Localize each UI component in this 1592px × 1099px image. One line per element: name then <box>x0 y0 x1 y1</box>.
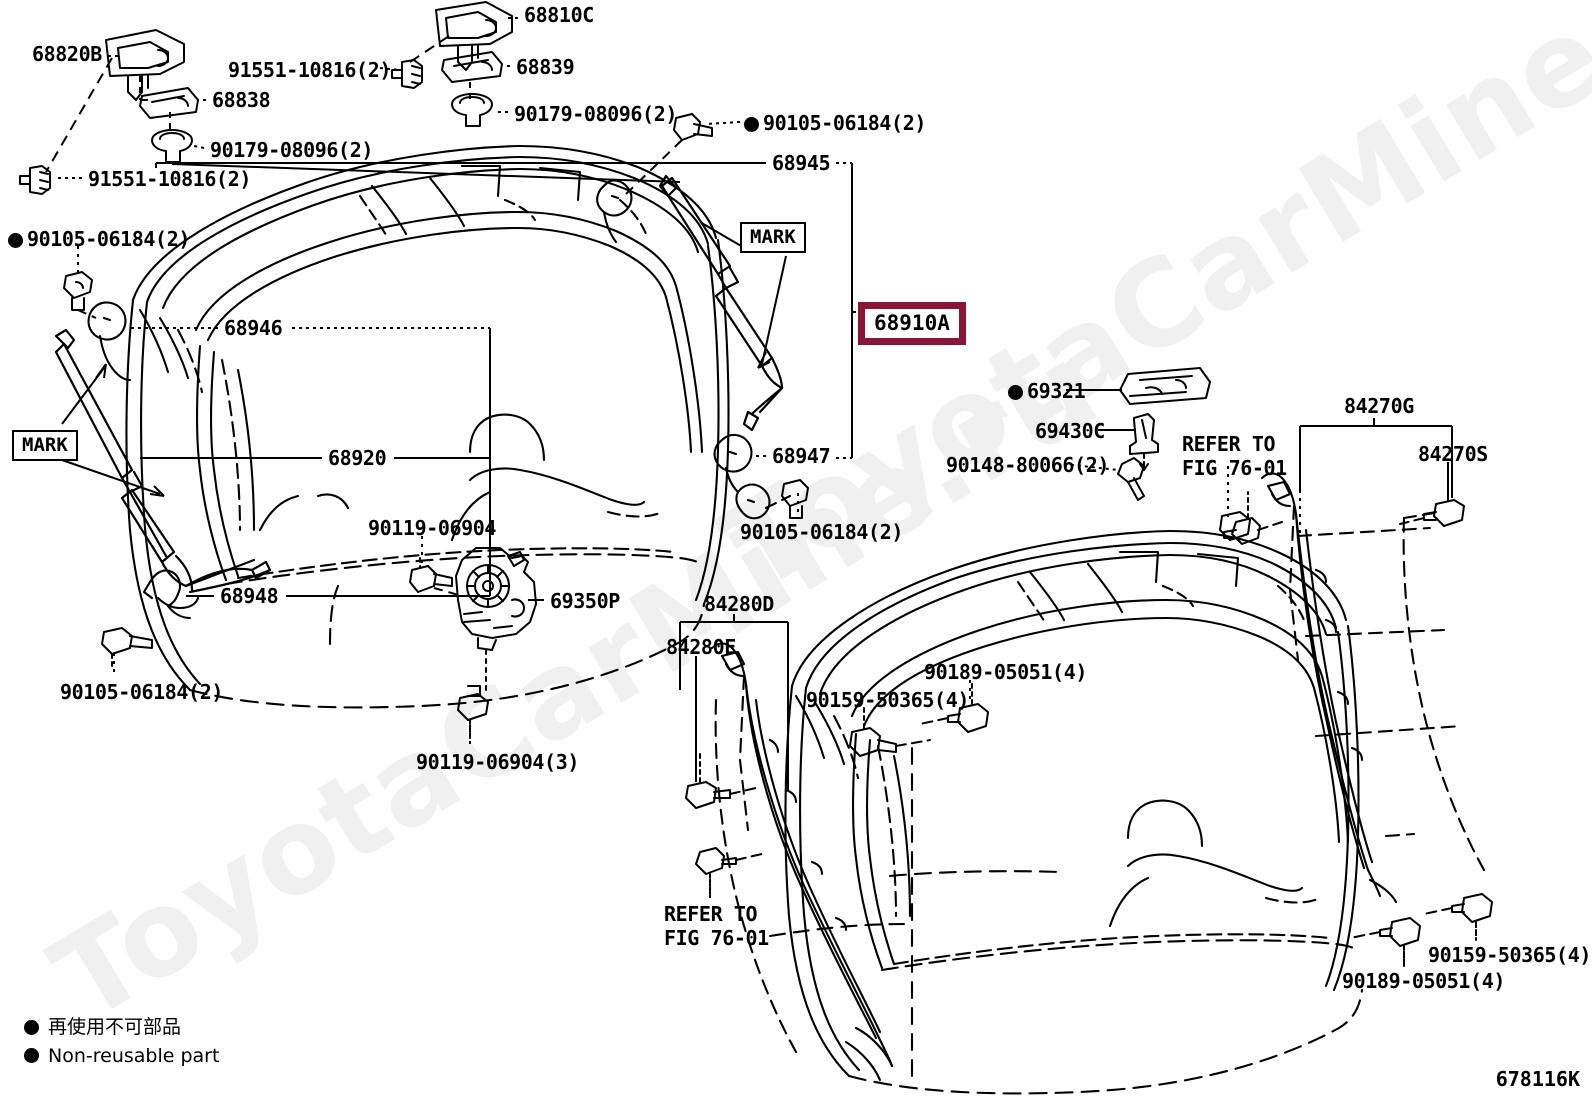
callout-90105-a: 90105-06184(2) <box>8 229 190 250</box>
callout-90105-b: 90105-06184(2) <box>744 113 926 134</box>
callout-90159-a: 90159-50365(4) <box>806 688 969 712</box>
callout-90179-b: 90179-08096(2) <box>514 102 677 126</box>
refer-note-line1: REFER TO <box>664 902 758 926</box>
callout-90159-b: 90159-50365(4) <box>1428 943 1591 967</box>
callout-84280D: 84280D <box>704 592 774 616</box>
callout-68820B: 68820B <box>32 42 102 66</box>
callout-90179-a: 90179-08096(2) <box>210 138 373 162</box>
callout-90119-a: 90119-06904 <box>368 516 497 540</box>
mark-box-left: MARK <box>12 430 78 461</box>
callout-90105-c: 90105-06184(2) <box>740 520 903 544</box>
callout-84270G: 84270G <box>1344 394 1414 418</box>
callout-84280E: 84280E <box>666 635 736 659</box>
non-reusable-dot-icon <box>1008 385 1023 400</box>
callout-90189-b: 90189-05051(4) <box>1342 969 1505 993</box>
legend-text-english: Non-reusable part <box>48 1044 220 1067</box>
legend: 再使用不可部品 Non-reusable part <box>24 1013 219 1070</box>
non-reusable-dot-icon <box>744 117 759 132</box>
callout-91551-b: 91551-10816(2) <box>88 167 251 191</box>
non-reusable-dot-icon <box>8 233 23 248</box>
callout-68810C: 68810C <box>524 3 594 27</box>
mark-box-right: MARK <box>740 222 806 253</box>
figure-id: 678116K <box>1495 1067 1580 1091</box>
callout-68839: 68839 <box>516 55 575 79</box>
callout-84270S: 84270S <box>1418 442 1488 466</box>
refer-note-line1: REFER TO <box>1182 432 1276 456</box>
highlighted-part-68910A[interactable]: 68910A <box>858 302 966 345</box>
callout-68920: 68920 <box>328 446 387 470</box>
callout-91551-top: 91551-10816(2) <box>228 58 391 82</box>
legend-text-japanese: 再使用不可部品 <box>48 1016 182 1038</box>
callout-69350P: 69350P <box>550 589 620 613</box>
non-reusable-dot-icon <box>24 1048 39 1064</box>
refer-note-left: REFER TO FIG 76-01 <box>664 902 769 950</box>
callout-68948: 68948 <box>220 584 279 608</box>
callout-90105-d: 90105-06184(2) <box>60 680 223 704</box>
callout-68945: 68945 <box>772 151 831 175</box>
legend-row-english: Non-reusable part <box>24 1042 219 1071</box>
callout-69321: 69321 <box>1008 381 1086 402</box>
refer-note-right: REFER TO FIG 76-01 <box>1182 432 1287 480</box>
refer-note-line2: FIG 76-01 <box>664 925 769 950</box>
callout-69430C: 69430C <box>1035 419 1105 443</box>
callout-90189-a: 90189-05051(4) <box>924 660 1087 684</box>
refer-note-line2: FIG 76-01 <box>1182 455 1287 480</box>
callout-68947: 68947 <box>772 444 831 468</box>
legend-row-japanese: 再使用不可部品 <box>24 1013 219 1042</box>
non-reusable-dot-icon <box>24 1019 39 1035</box>
callout-90148: 90148-80066(2) <box>946 453 1109 477</box>
callout-68946: 68946 <box>224 316 283 340</box>
callout-68838: 68838 <box>212 88 271 112</box>
callout-90119-b: 90119-06904(3) <box>416 750 579 774</box>
